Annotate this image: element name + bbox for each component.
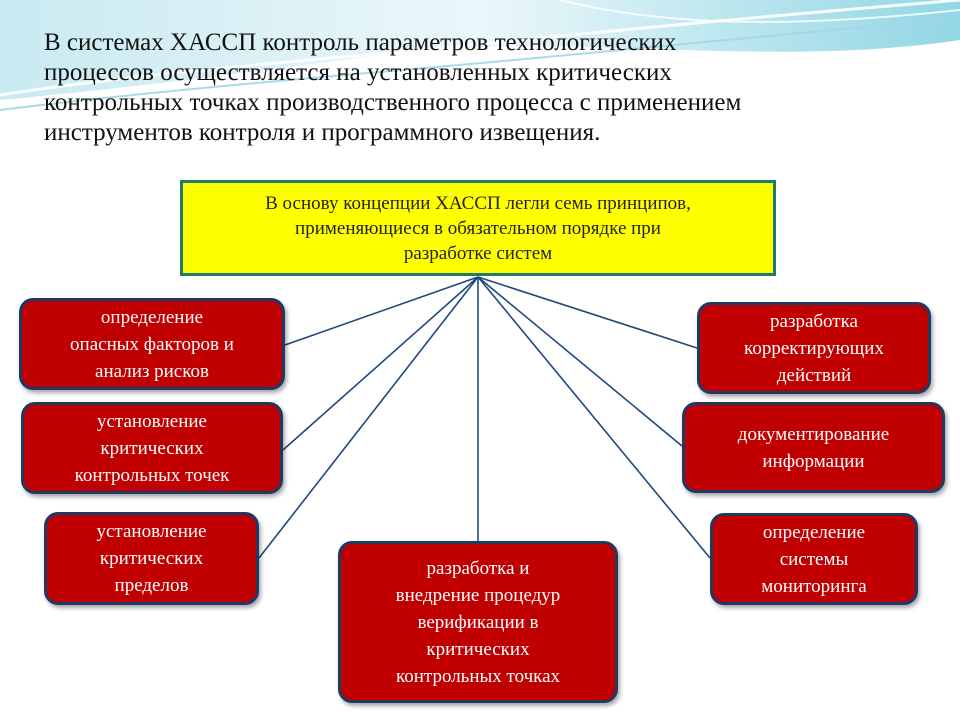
node-line: определение bbox=[100, 306, 204, 328]
principle-hazard-analysis[interactable]: определение опасных факторов и анализ ри… bbox=[19, 298, 285, 390]
principle-corrective-actions[interactable]: разработка корректирующих действий bbox=[697, 302, 931, 394]
node-line: корректирующих bbox=[744, 337, 884, 359]
principle-critical-limits[interactable]: установление критических пределов bbox=[44, 512, 259, 605]
intro-text: В системах ХАССП контроль параметров тех… bbox=[44, 28, 944, 148]
node-line: критических bbox=[100, 437, 204, 459]
node-line: внедрение процедур bbox=[395, 584, 561, 606]
principle-critical-control-points[interactable]: установление критических контрольных точ… bbox=[21, 402, 283, 494]
connector-right1 bbox=[477, 276, 698, 349]
node-line: мониторинга bbox=[761, 575, 867, 597]
node-line: установление bbox=[97, 410, 207, 432]
node-line: документирование bbox=[737, 423, 890, 445]
node-line: контрольных точек bbox=[74, 464, 230, 486]
connector-right2 bbox=[477, 276, 683, 447]
node-line: опасных факторов и bbox=[70, 333, 234, 355]
node-line: разработка и bbox=[426, 557, 530, 579]
node-line: верификации в bbox=[417, 611, 539, 633]
center-concept-box: В основу концепции ХАССП легли семь прин… bbox=[180, 180, 776, 276]
connector-left3 bbox=[258, 276, 479, 559]
node-line: критических bbox=[426, 638, 530, 660]
node-line: установление bbox=[96, 521, 207, 542]
node-line: критических bbox=[99, 548, 204, 569]
principle-verification-procedures[interactable]: разработка и внедрение процедур верифика… bbox=[338, 541, 618, 703]
node-line: действий bbox=[776, 364, 852, 386]
intro-line: процессов осуществляется на установленны… bbox=[44, 59, 672, 86]
node-line: информации bbox=[762, 450, 865, 472]
center-line: разработке систем bbox=[403, 242, 553, 264]
principle-documentation[interactable]: документирование информации bbox=[682, 402, 945, 493]
node-line: анализ рисков bbox=[95, 360, 209, 382]
node-line: контрольных точках bbox=[395, 665, 561, 687]
node-line: определение bbox=[762, 521, 866, 543]
node-line: пределов bbox=[114, 575, 189, 596]
center-line: В основу концепции ХАССП легли семь прин… bbox=[265, 192, 691, 214]
node-line: разработка bbox=[770, 310, 858, 332]
intro-line: инструментов контроля и программного изв… bbox=[44, 119, 601, 146]
intro-line: В системах ХАССП контроль параметров тех… bbox=[44, 29, 677, 56]
connector-right3 bbox=[477, 276, 711, 559]
center-line: применяющиеся в обязательном порядке при bbox=[295, 217, 661, 239]
principle-monitoring-system[interactable]: определение системы мониторинга bbox=[710, 513, 918, 605]
intro-line: контрольных точках производственного про… bbox=[44, 89, 742, 116]
connector-left2 bbox=[282, 276, 479, 451]
connector-left1 bbox=[284, 276, 479, 346]
node-line: системы bbox=[779, 548, 849, 570]
